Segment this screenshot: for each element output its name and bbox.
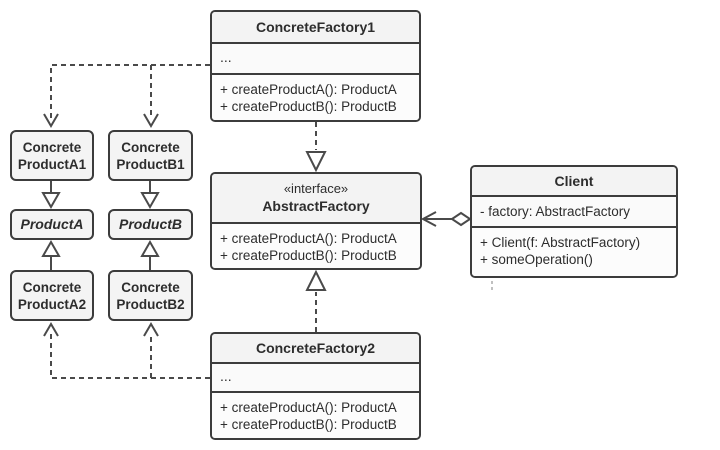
hollow-triangle-down-icon xyxy=(305,151,327,173)
open-arrowhead-up-icon xyxy=(43,322,59,337)
method-row: + createProductA(): ProductA xyxy=(220,82,397,97)
hollow-triangle-down-icon xyxy=(140,192,160,210)
class-box-product-b: ProductB xyxy=(108,209,193,240)
class-fields-ellipsis: ... xyxy=(212,42,419,73)
stereotype-label: «interface» xyxy=(283,181,349,196)
class-title-line: Concrete xyxy=(22,139,82,155)
aggregation-diamond-icon xyxy=(450,211,472,227)
hollow-triangle-up-icon xyxy=(305,269,327,291)
dependency-line-cf1-producta1 xyxy=(50,64,210,118)
open-arrowhead-down-icon xyxy=(143,113,159,128)
class-box-concrete-factory-1: ConcreteFactory1 ... + createProductA():… xyxy=(210,10,421,122)
class-title-line: ProductB2 xyxy=(116,296,185,312)
method-row: + createProductB(): ProductB xyxy=(220,99,397,114)
class-title-block: «interface» AbstractFactory xyxy=(212,174,420,222)
class-methods: + createProductA(): ProductA + createPro… xyxy=(212,73,419,120)
open-arrowhead-down-icon xyxy=(43,113,59,128)
attribute-row: - factory: AbstractFactory xyxy=(472,195,676,226)
method-row: + Client(f: AbstractFactory) xyxy=(480,235,641,250)
class-methods: + Client(f: AbstractFactory) + someOpera… xyxy=(472,226,676,276)
class-title-line: ProductB1 xyxy=(116,156,185,172)
class-methods: + createProductA(): ProductA + createPro… xyxy=(212,222,420,268)
class-fields-ellipsis: ... xyxy=(212,362,419,391)
method-row: + someOperation() xyxy=(480,252,593,267)
method-row: + createProductA(): ProductA xyxy=(220,231,397,246)
class-title: AbstractFactory xyxy=(262,198,370,214)
class-box-concrete-factory-2: ConcreteFactory2 ... + createProductA():… xyxy=(210,332,421,440)
class-title: ProductB xyxy=(119,216,182,232)
class-box-product-a: ProductA xyxy=(10,209,94,240)
class-title-line: Concrete xyxy=(121,279,180,295)
method-row: + createProductA(): ProductA xyxy=(220,400,397,415)
class-title-line: Concrete xyxy=(121,139,180,155)
class-title-line: ProductA2 xyxy=(17,296,87,312)
hollow-triangle-up-icon xyxy=(41,239,61,257)
class-box-abstract-factory: «interface» AbstractFactory + createProd… xyxy=(210,172,422,270)
class-box-concrete-product-b2: Concrete ProductB2 xyxy=(108,270,193,321)
class-methods: + createProductA(): ProductA + createPro… xyxy=(212,391,419,438)
dependency-line-cf2-producta2 xyxy=(50,334,210,379)
hollow-triangle-up-icon xyxy=(140,239,160,257)
class-box-client: Client - factory: AbstractFactory + Clie… xyxy=(470,165,678,278)
class-title: ConcreteFactory1 xyxy=(212,12,419,42)
class-box-concrete-product-b1: Concrete ProductB1 xyxy=(108,130,193,181)
class-box-concrete-product-a2: Concrete ProductA2 xyxy=(10,270,94,321)
open-arrowhead-left-icon xyxy=(420,211,437,227)
class-title: ConcreteFactory2 xyxy=(212,334,419,362)
class-box-concrete-product-a1: Concrete ProductA1 xyxy=(10,130,94,181)
class-title-line: ProductA1 xyxy=(17,156,87,172)
class-title: ProductA xyxy=(20,216,84,232)
method-row: + createProductB(): ProductB xyxy=(220,417,397,432)
open-arrowhead-up-icon xyxy=(143,322,159,337)
class-title-line: Concrete xyxy=(22,279,82,295)
hollow-triangle-down-icon xyxy=(41,192,61,210)
class-title: Client xyxy=(472,167,676,195)
method-row: + createProductB(): ProductB xyxy=(220,248,397,263)
